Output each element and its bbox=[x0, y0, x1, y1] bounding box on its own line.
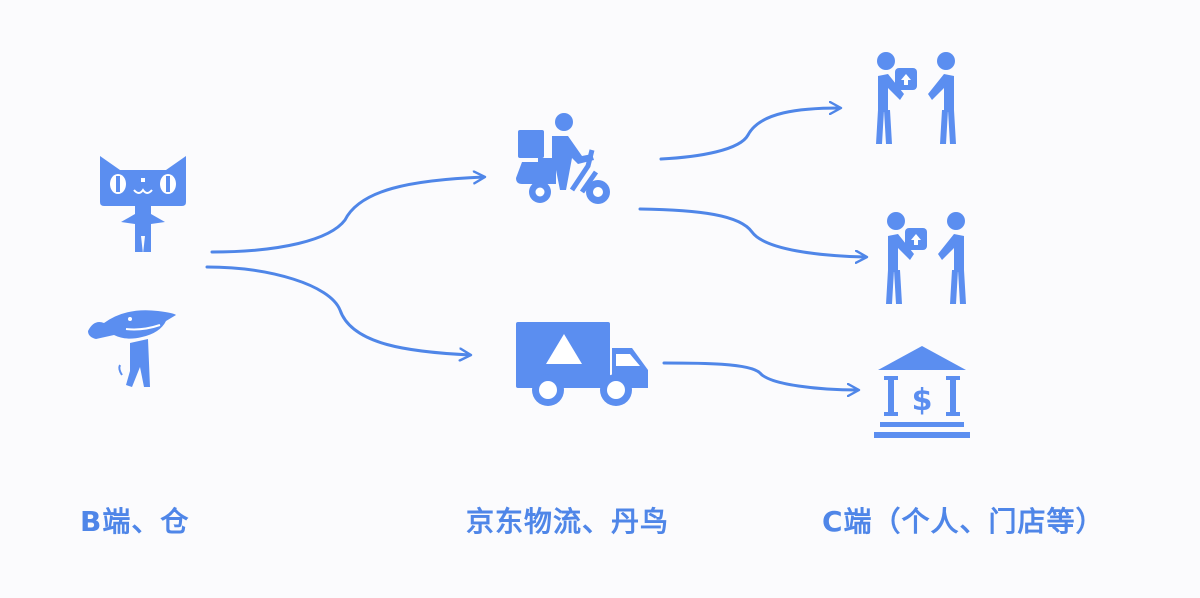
package-handover-icon bbox=[876, 52, 956, 144]
package-handover-icon bbox=[886, 212, 966, 304]
jd-dog-icon bbox=[88, 310, 176, 387]
dollar-sign: $ bbox=[912, 383, 933, 418]
arrow-scooter-to-handover-2 bbox=[638, 207, 866, 257]
tmall-cat-icon bbox=[100, 156, 186, 254]
label-carrier: 京东物流、丹鸟 bbox=[466, 505, 670, 538]
bank-store-icon: $ bbox=[874, 346, 970, 438]
delivery-scooter-icon bbox=[516, 113, 610, 204]
arrow-source-to-scooter bbox=[210, 177, 484, 254]
delivery-truck-icon bbox=[516, 322, 648, 406]
arrow-scooter-to-handover-1 bbox=[659, 108, 840, 161]
label-destination: C端（个人、门店等） bbox=[822, 505, 1105, 538]
arrow-source-to-truck bbox=[205, 265, 470, 355]
arrow-truck-to-bank bbox=[662, 361, 858, 390]
label-source: B端、仓 bbox=[80, 505, 190, 538]
